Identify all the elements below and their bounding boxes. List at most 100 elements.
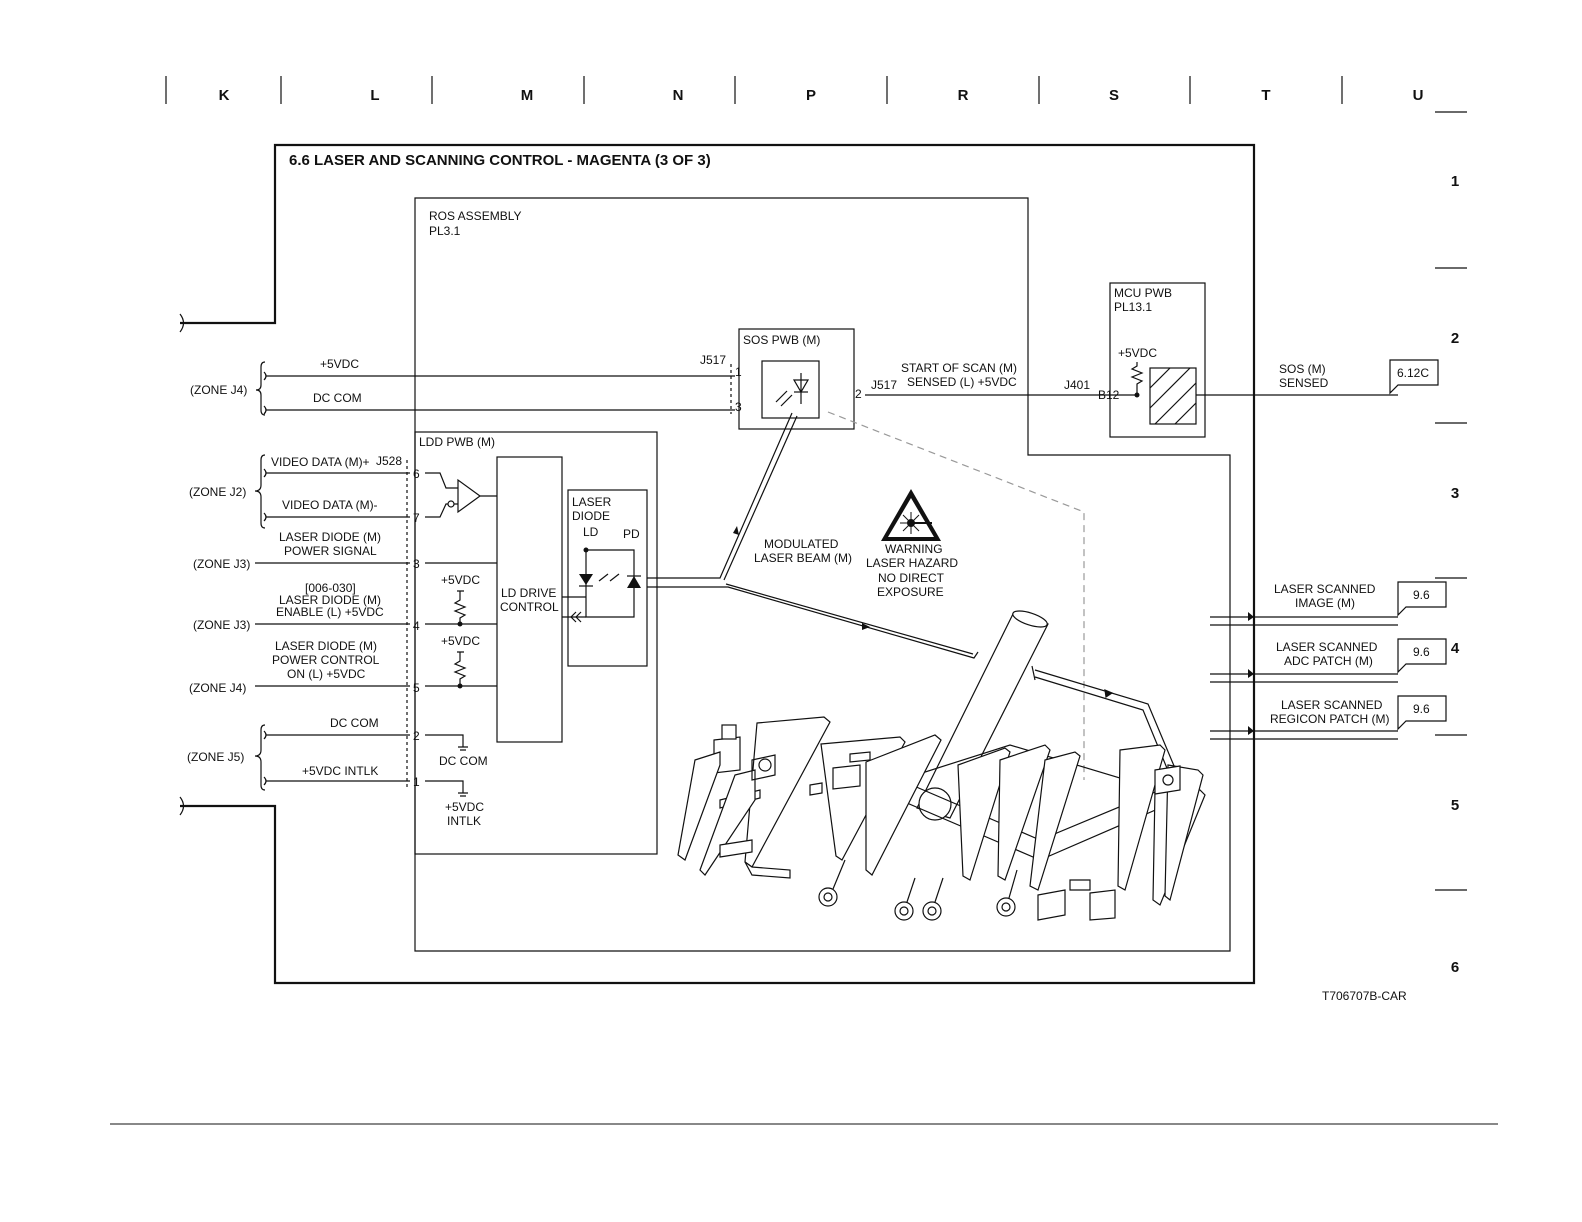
zone-row-6: 6	[1451, 959, 1459, 976]
main-frame: 6.6 LASER AND SCANNING CONTROL - MAGENTA…	[179, 143, 1256, 985]
enable-label-1: [006-030]	[305, 581, 356, 595]
sos-out-connector: J517	[871, 378, 897, 392]
ldd-connector-j528: J528	[376, 454, 402, 468]
warning-line-2: LASER HAZARD	[866, 556, 958, 570]
output-image-label-2: IMAGE (M)	[1295, 596, 1355, 610]
dc-com-top-label: DC COM	[313, 391, 362, 405]
power-control-label-1: LASER DIODE (M)	[275, 639, 377, 653]
mcu-pwb: MCU PWB PL13.1 +5VDC J401 B12	[1064, 282, 1206, 438]
video-amplifier-icon	[457, 478, 482, 514]
output-image-label-1: LASER SCANNED	[1274, 582, 1376, 596]
mcu-pwb-label: MCU PWB	[1114, 286, 1172, 300]
laser-diode-label-2: DIODE	[572, 509, 610, 523]
modulated-beam-label-2: LASER BEAM (M)	[754, 551, 852, 565]
sos-pwb-label: SOS PWB (M)	[743, 333, 820, 347]
zone-col-u: U	[1413, 87, 1424, 104]
ldd-pin-1: 1	[413, 775, 420, 789]
zone-j4-b-label: (ZONE J4)	[189, 681, 246, 695]
ldd-pin-5: 5	[413, 681, 420, 695]
modulated-beam-label-1: MODULATED	[764, 537, 839, 551]
ld-drive-control-block	[496, 456, 563, 743]
zone-j4-top-label: (ZONE J4)	[190, 383, 247, 397]
output-regicon-ref-flag	[1397, 695, 1447, 731]
zone-row-3: 3	[1451, 485, 1459, 502]
ldd-pin-3: 3	[413, 557, 420, 571]
start-of-scan-label-2: SENSED (L) +5VDC	[907, 375, 1017, 389]
mcu-pwb-ref: PL13.1	[1114, 300, 1152, 314]
ldd-pwb: LDD PWB (M) J528 6 7 3 4 5 2 1 LD DRIVE …	[376, 431, 658, 855]
warning-line-4: EXPOSURE	[877, 585, 944, 599]
ros-assembly-label: ROS ASSEMBLY	[429, 209, 521, 223]
pd-label: PD	[623, 527, 640, 541]
power-signal-label-1: LASER DIODE (M)	[279, 530, 381, 544]
zone-col-k: K	[219, 87, 230, 104]
ldd-pin-4: 4	[413, 619, 420, 633]
zone-j5-label: (ZONE J5)	[187, 750, 244, 764]
zone-column-ruler: K L M N P R S T U	[165, 76, 1424, 104]
zone-col-r: R	[958, 87, 969, 104]
zone-col-n: N	[673, 87, 684, 104]
diagram-title: 6.6 LASER AND SCANNING CONTROL - MAGENTA…	[289, 152, 711, 169]
mcu-vdc-label: +5VDC	[1118, 346, 1157, 360]
laser-output-wiring: LASER SCANNED IMAGE (M) 9.6 LASER SCANNE…	[1210, 581, 1447, 740]
mcu-connector-j401: J401	[1064, 378, 1090, 392]
ldd-vdc-1: +5VDC	[441, 573, 480, 587]
zone-j3-b-label: (ZONE J3)	[193, 618, 250, 632]
photo-diode-icon	[627, 576, 641, 588]
output-adc-ref: 9.6	[1413, 645, 1430, 659]
zone-col-s: S	[1109, 87, 1119, 104]
ldd-pwb-label: LDD PWB (M)	[419, 435, 495, 449]
video-plus-label: VIDEO DATA (M)+	[271, 455, 370, 469]
enable-label-2: LASER DIODE (M)	[279, 593, 381, 607]
ldd-pin-2: 2	[413, 729, 420, 743]
sos-ref-label: 6.12C	[1397, 366, 1429, 380]
video-minus-label: VIDEO DATA (M)-	[282, 498, 378, 512]
figure-id: T706707B-CAR	[1322, 989, 1407, 1003]
output-regicon-label-2: REGICON PATCH (M)	[1270, 712, 1390, 726]
zone-col-p: P	[806, 87, 816, 104]
ld-drive-label-1: LD DRIVE	[501, 586, 556, 600]
zone-col-l: L	[370, 87, 379, 104]
zone-row-2: 2	[1451, 330, 1459, 347]
sos-ref-flag	[1389, 359, 1439, 395]
sos-sensed-label-2: SENSED	[1279, 376, 1329, 390]
output-image-ref-flag	[1397, 581, 1447, 617]
vdc-intlk-label: +5VDC INTLK	[302, 764, 378, 778]
ldd-intlk-2: INTLK	[447, 814, 481, 828]
vdc-top-label: +5VDC	[320, 357, 359, 371]
sos-pin-2: 2	[855, 387, 862, 401]
enable-label-3: ENABLE (L) +5VDC	[276, 605, 384, 619]
output-regicon-label-1: LASER SCANNED	[1281, 698, 1383, 712]
output-image-ref: 9.6	[1413, 588, 1430, 602]
ld-label: LD	[583, 525, 599, 539]
ld-drive-label-2: CONTROL	[500, 600, 559, 614]
ldd-pin-7: 7	[413, 511, 420, 525]
ros-mechanism-illustration	[677, 610, 1206, 921]
ldd-vdc-2: +5VDC	[441, 634, 480, 648]
sos-connector-j517: J517	[700, 353, 726, 367]
dc-com-bottom-label: DC COM	[330, 716, 379, 730]
ros-assembly-box: ROS ASSEMBLY PL3.1	[414, 197, 1231, 952]
laser-warning: WARNING LASER HAZARD NO DIRECT EXPOSURE	[866, 489, 958, 599]
zone-row-5: 5	[1451, 797, 1459, 814]
sos-power-inputs: (ZONE J4) +5VDC DC COM	[190, 357, 735, 416]
ldd-intlk-1: +5VDC	[445, 800, 484, 814]
output-regicon-ref: 9.6	[1413, 702, 1430, 716]
output-adc-ref-flag	[1397, 638, 1447, 674]
power-signal-label-2: POWER SIGNAL	[284, 544, 377, 558]
ldd-pin-6: 6	[413, 467, 420, 481]
ros-assembly-ref: PL3.1	[429, 224, 461, 238]
start-of-scan-label-1: START OF SCAN (M)	[901, 361, 1017, 375]
zone-col-t: T	[1261, 87, 1270, 104]
zone-col-m: M	[521, 87, 534, 104]
output-adc-label-1: LASER SCANNED	[1276, 640, 1378, 654]
power-control-label-3: ON (L) +5VDC	[287, 667, 366, 681]
output-adc-label-2: ADC PATCH (M)	[1284, 654, 1373, 668]
zone-j3-a-label: (ZONE J3)	[193, 557, 250, 571]
laser-beam-path: MODULATED LASER BEAM (M)	[647, 411, 1085, 780]
zone-row-1: 1	[1451, 173, 1459, 190]
zone-row-4: 4	[1451, 640, 1460, 657]
sos-pin-1: 1	[735, 365, 742, 379]
warning-line-1: WARNING	[885, 542, 943, 556]
